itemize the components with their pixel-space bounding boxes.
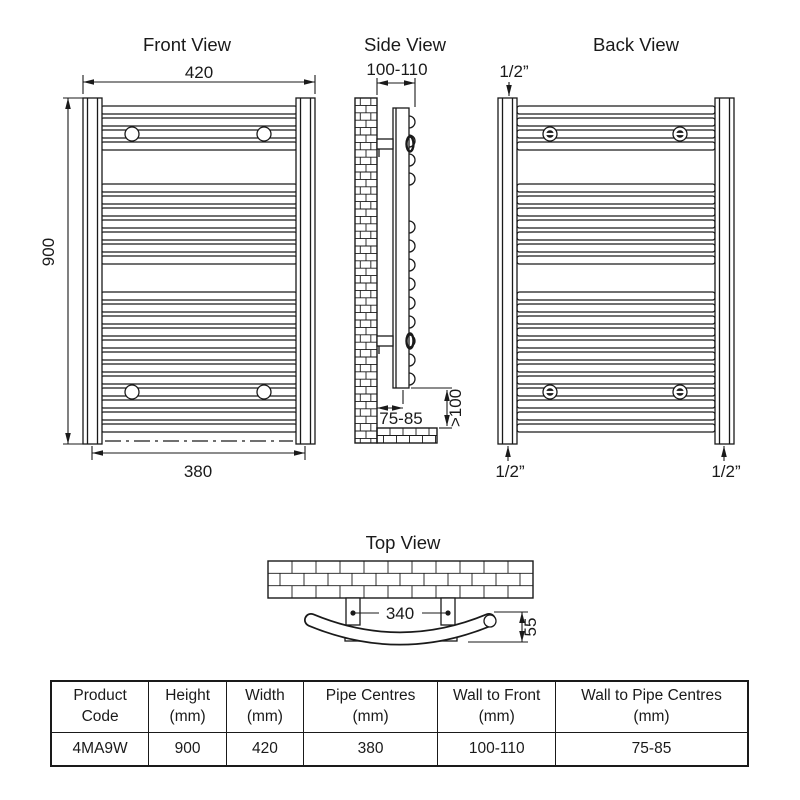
bracket-fixing-screws <box>542 126 688 400</box>
bracket-hole <box>256 384 272 400</box>
front-view-title: Front View <box>143 34 232 55</box>
wall-plan <box>267 560 534 599</box>
back-radiator-bars <box>516 105 716 433</box>
spec-table-data-row: 4MA9W 900 420 380 100-110 75-85 <box>50 732 749 767</box>
drawing-canvas: Front View 420 900 380 Side <box>39 34 741 646</box>
col-wall-to-pipe-centres: Wall to Pipe Centres(mm) <box>555 680 749 733</box>
dim-pipe-centres-label: 380 <box>184 462 212 481</box>
side-view: Side View 100-110 75-85 >100 <box>354 34 465 444</box>
front-radiator-bars <box>100 105 298 433</box>
dim-clearance-label: >100 <box>446 389 465 427</box>
floor-section <box>376 427 438 444</box>
bracket-hole <box>256 126 272 142</box>
cell-pipe-centres: 380 <box>302 732 439 767</box>
wall-bracket <box>376 335 394 347</box>
connection-label-bottom-right: 1/2” <box>711 462 741 481</box>
col-width: Width(mm) <box>226 680 304 733</box>
cell-wall-to-pipe-centres: 75-85 <box>555 732 749 767</box>
dim-depth-label: 55 <box>521 618 540 637</box>
back-left-rail <box>497 97 518 445</box>
connection-label-bottom-left: 1/2” <box>495 462 525 481</box>
connection-label-top: 1/2” <box>499 62 529 81</box>
cell-height: 900 <box>148 732 227 767</box>
bracket-hole <box>124 126 140 142</box>
front-left-rail <box>82 97 103 445</box>
cell-product-code: 4MA9W <box>50 732 150 767</box>
dim-wall-to-pipe-label: 75-85 <box>379 409 422 428</box>
front-view: Front View 420 900 380 <box>39 34 316 481</box>
cell-width: 420 <box>226 732 304 767</box>
dim-bracket-centres-label: 340 <box>386 604 414 623</box>
tube-end-valve <box>483 614 497 628</box>
back-view: Back View 1/2” 1/2” 1/2” <box>495 34 741 481</box>
radiator-side-panel <box>392 107 410 389</box>
wall-section <box>354 97 378 444</box>
side-view-title: Side View <box>364 34 447 55</box>
bracket-clamp <box>405 332 415 350</box>
wall-bracket <box>376 138 394 150</box>
col-wall-to-front: Wall to Front(mm) <box>437 680 557 733</box>
bracket-clamp <box>405 135 415 153</box>
dim-width-label: 420 <box>185 63 213 82</box>
dim-wall-to-front-label: 100-110 <box>366 60 427 79</box>
back-view-title: Back View <box>593 34 680 55</box>
cell-wall-to-front: 100-110 <box>437 732 557 767</box>
top-view-title: Top View <box>366 532 441 553</box>
col-pipe-centres: Pipe Centres(mm) <box>302 680 439 733</box>
dim-height-label: 900 <box>39 238 58 266</box>
col-height: Height(mm) <box>148 680 227 733</box>
top-view: Top View 340 55 <box>267 532 540 646</box>
front-right-rail <box>295 97 316 445</box>
bracket-hole <box>124 384 140 400</box>
back-right-rail <box>714 97 735 445</box>
